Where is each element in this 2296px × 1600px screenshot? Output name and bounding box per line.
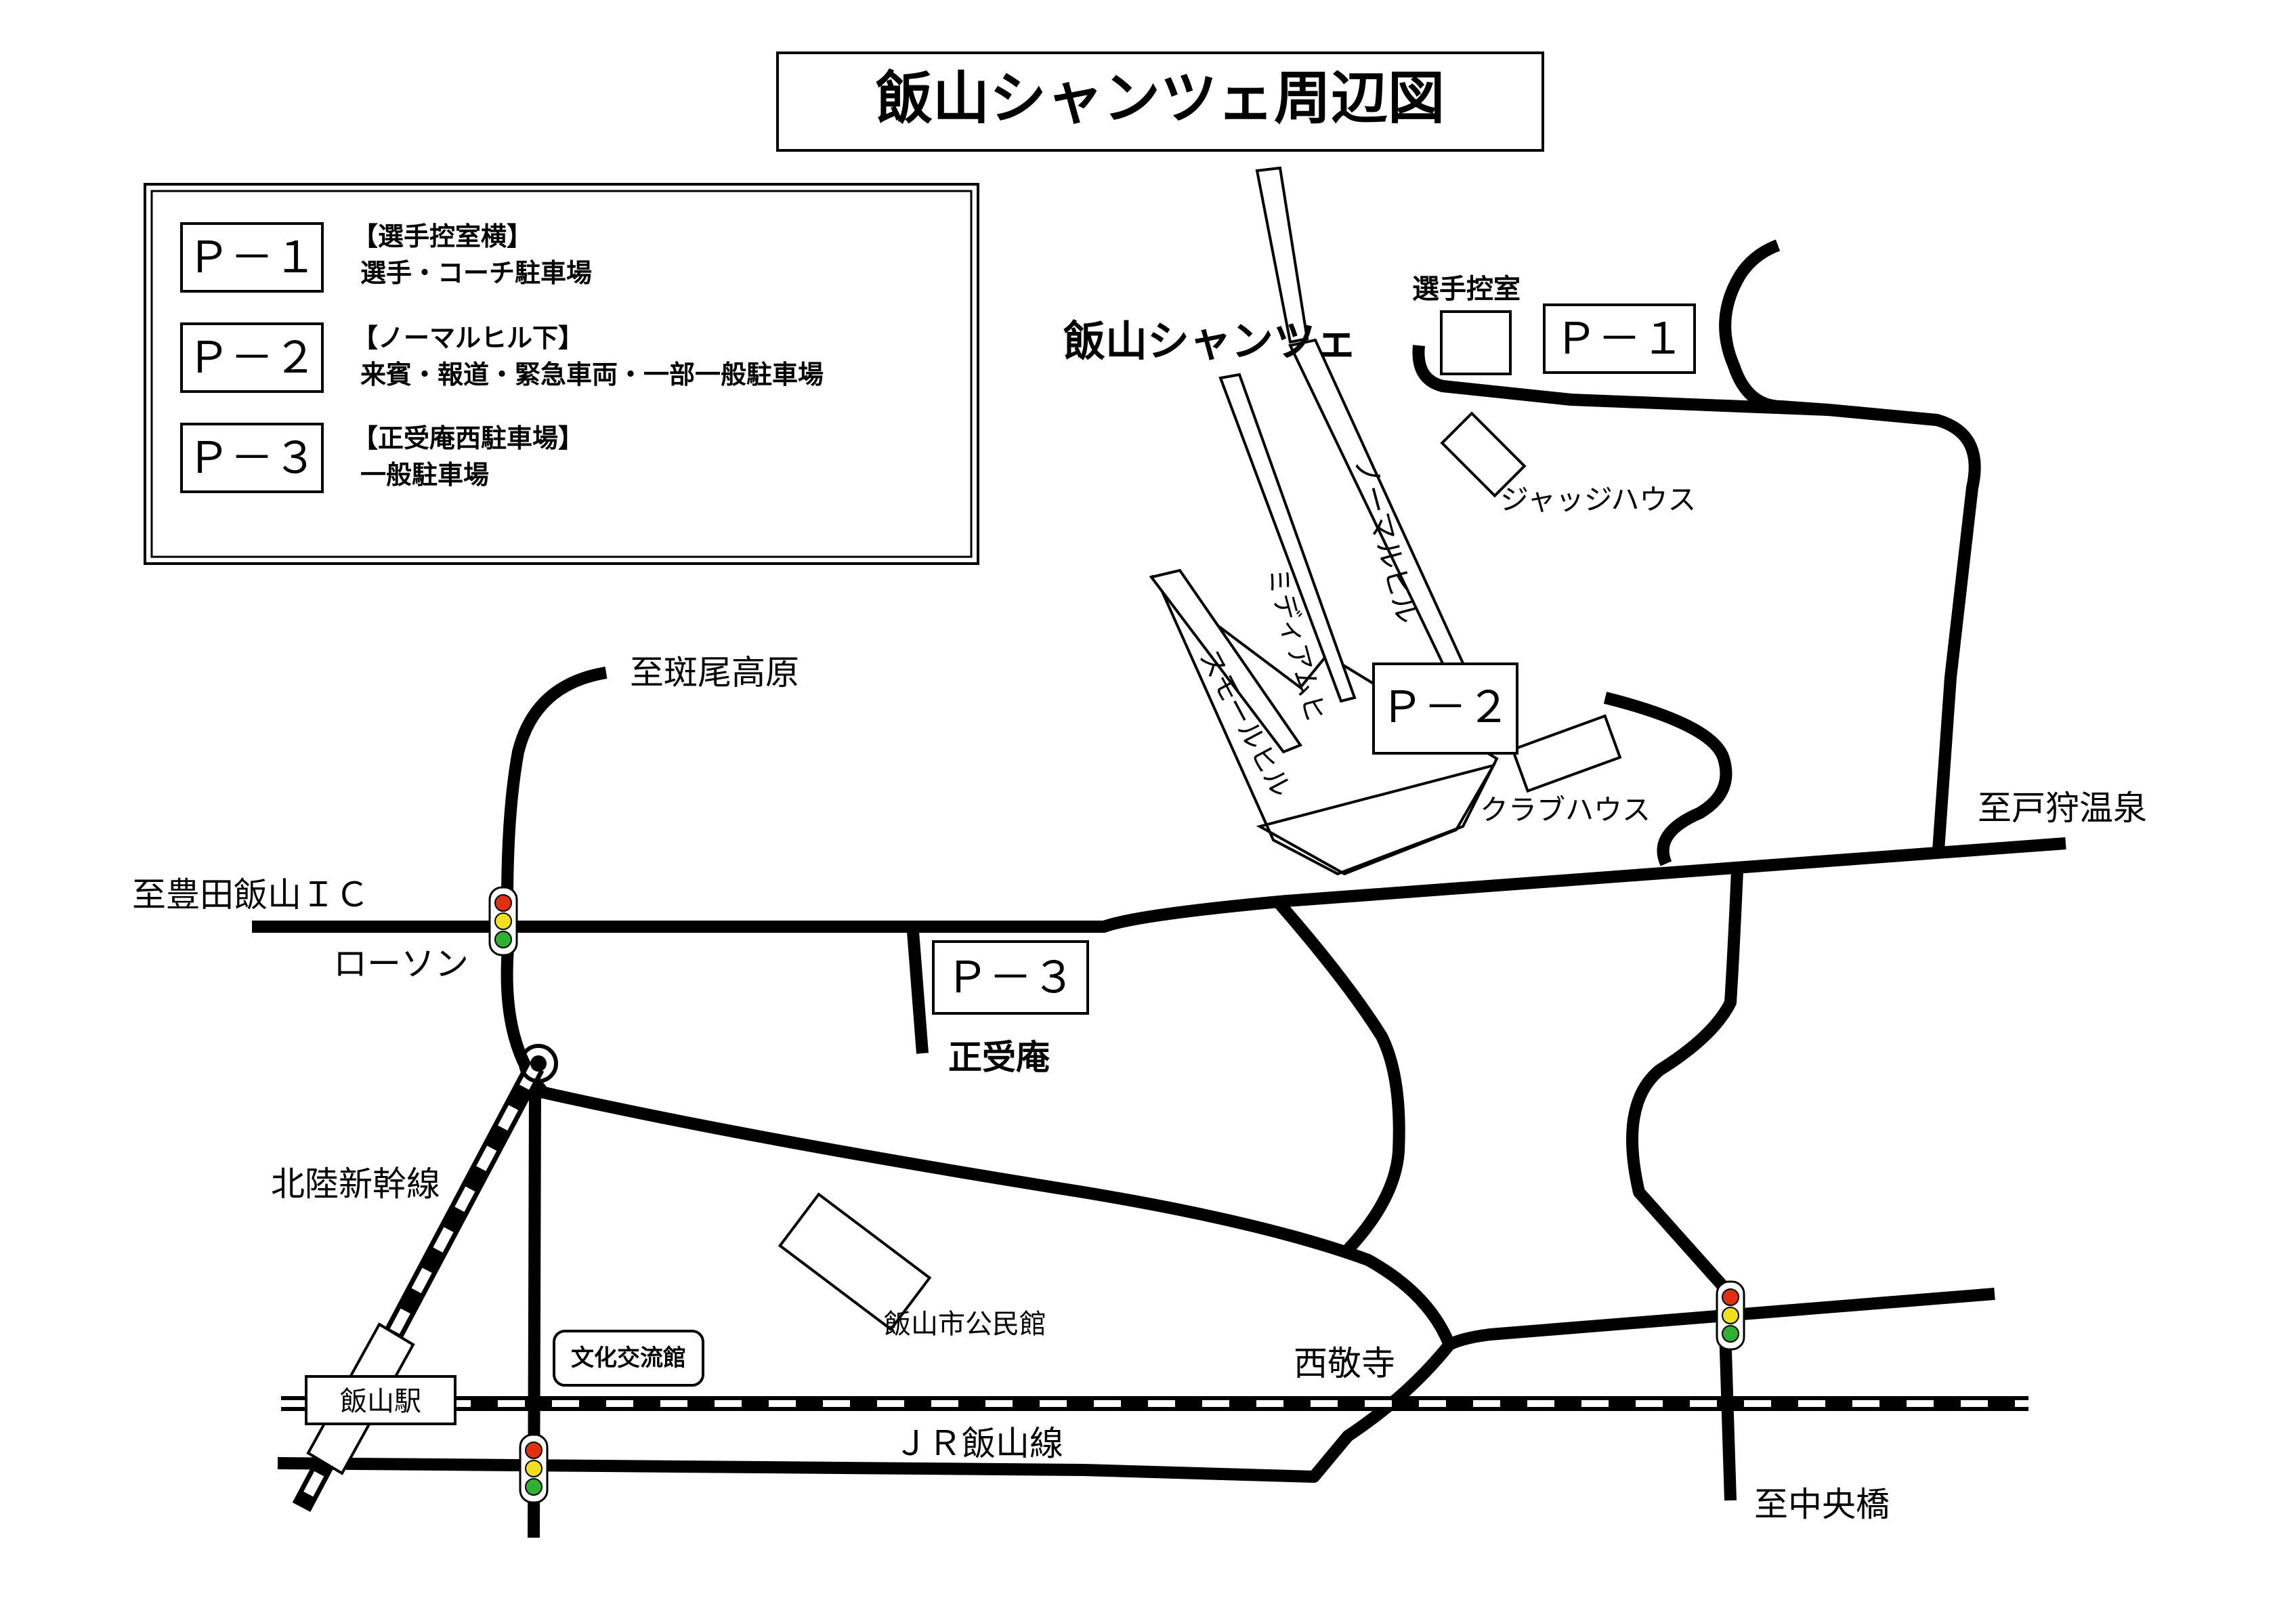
legend-p1-desc: 選手・コーチ駐車場 bbox=[360, 258, 592, 288]
parking-p1: Ｐ－１ bbox=[1543, 303, 1696, 374]
lawson-label: ローソン bbox=[333, 944, 469, 984]
road-p3-spur bbox=[907, 931, 929, 1054]
parking-p1-label: Ｐ－１ bbox=[1554, 314, 1684, 364]
legend-item-p1: Ｐ－１ 【選手控室横】 選手・コーチ駐車場 bbox=[180, 222, 592, 293]
iiyama-station: 飯山駅 bbox=[305, 1322, 456, 1475]
jr-line-label: ＪＲ飯山線 bbox=[894, 1424, 1063, 1463]
legend-p2-name: 【ノーマルヒル下】 bbox=[352, 323, 584, 353]
map-title: 飯山シャンツェ周辺図 bbox=[776, 51, 1544, 152]
traffic-signal-culture bbox=[519, 1433, 549, 1504]
club-house-label: クラブハウス bbox=[1480, 793, 1651, 826]
legend-p1-name: 【選手控室横】 bbox=[352, 222, 532, 251]
shojuan-label: 正受庵 bbox=[948, 1038, 1050, 1077]
jump-site-label: 飯山シャンツェ bbox=[1063, 316, 1357, 366]
traffic-signal-lawson bbox=[488, 886, 518, 956]
parking-legend: Ｐ－１ 【選手控室横】 選手・コーチ駐車場 Ｐ－２ 【ノーマルヒル下】 来賓・報… bbox=[144, 183, 979, 565]
road-east bbox=[1446, 1288, 1995, 1351]
waiting-room-building bbox=[1440, 310, 1512, 375]
buildings bbox=[778, 310, 1622, 1332]
parking-p3-label: Ｐ－３ bbox=[945, 953, 1076, 1003]
road-to-madarao bbox=[501, 667, 608, 1095]
legend-item-p3: Ｐ－３ 【正受庵西駐車場】 一般駐車場 bbox=[180, 423, 584, 493]
ski-jump-hills: ノーマルヒル ミディアムヒ スモールヒル bbox=[1149, 166, 1499, 876]
culture-center-label: 文化交流館 bbox=[571, 1345, 686, 1372]
roads bbox=[252, 239, 2066, 1538]
map-labels: 飯山シャンツェ 選手控室 ジャッジハウス クラブハウス 至斑尾高原 至豊田飯山Ｉ… bbox=[132, 274, 2147, 1524]
legend-p2-code: Ｐ－２ bbox=[187, 333, 317, 383]
iiyama-station-label: 飯山駅 bbox=[340, 1386, 421, 1417]
parking-p3: Ｐ－３ bbox=[932, 940, 1089, 1015]
traffic-signal-east bbox=[1716, 1280, 1745, 1351]
road-to-chuo-bridge bbox=[1626, 870, 1743, 1501]
culture-center: 文化交流館 bbox=[553, 1330, 704, 1387]
legend-p3-name: 【正受庵西駐車場】 bbox=[352, 423, 584, 453]
road-p1-access bbox=[1412, 345, 1829, 416]
legend-p3-code: Ｐ－３ bbox=[187, 434, 317, 484]
club-house-building bbox=[1510, 714, 1622, 793]
map-title-text: 飯山シャンツェ周辺図 bbox=[876, 65, 1445, 131]
tunnel-icon bbox=[519, 1044, 558, 1083]
waiting-room-label: 選手控室 bbox=[1412, 274, 1521, 305]
legend-p3-desc: 一般駐車場 bbox=[360, 460, 489, 490]
to-chuo-bridge-label: 至中央橋 bbox=[1754, 1485, 1890, 1524]
normal-hill-label: ノーマルヒル bbox=[1348, 454, 1424, 627]
judge-house-label: ジャッジハウス bbox=[1500, 483, 1696, 516]
road-club-house bbox=[1603, 692, 1732, 866]
hokuriku-shinkansen-label: 北陸新幹線 bbox=[271, 1164, 440, 1204]
community-hall-building bbox=[778, 1192, 932, 1332]
road-middle bbox=[1275, 900, 1405, 1255]
to-togari-label: 至戸狩温泉 bbox=[1978, 788, 2147, 828]
judge-house-building bbox=[1440, 411, 1527, 498]
to-madarao-label: 至斑尾高原 bbox=[630, 653, 799, 692]
parking-p2: Ｐ－２ bbox=[1372, 662, 1518, 755]
parking-p2-label: Ｐ－２ bbox=[1380, 683, 1510, 733]
saikyoji-label: 西敬寺 bbox=[1294, 1344, 1395, 1383]
legend-p1-code: Ｐ－１ bbox=[187, 233, 317, 283]
legend-item-p2: Ｐ－２ 【ノーマルヒル下】 来賓・報道・緊急車両・一部一般駐車場 bbox=[180, 322, 824, 393]
road-east-loop bbox=[1719, 239, 1981, 851]
main-road bbox=[252, 837, 2066, 933]
to-toyota-ic-label: 至豊田飯山ＩＣ bbox=[132, 875, 369, 914]
community-hall-label: 飯山市公民館 bbox=[884, 1309, 1046, 1340]
legend-p2-desc: 来賓・報道・緊急車両・一部一般駐車場 bbox=[360, 360, 824, 390]
road-lawson-saikyoji bbox=[534, 1085, 1455, 1347]
